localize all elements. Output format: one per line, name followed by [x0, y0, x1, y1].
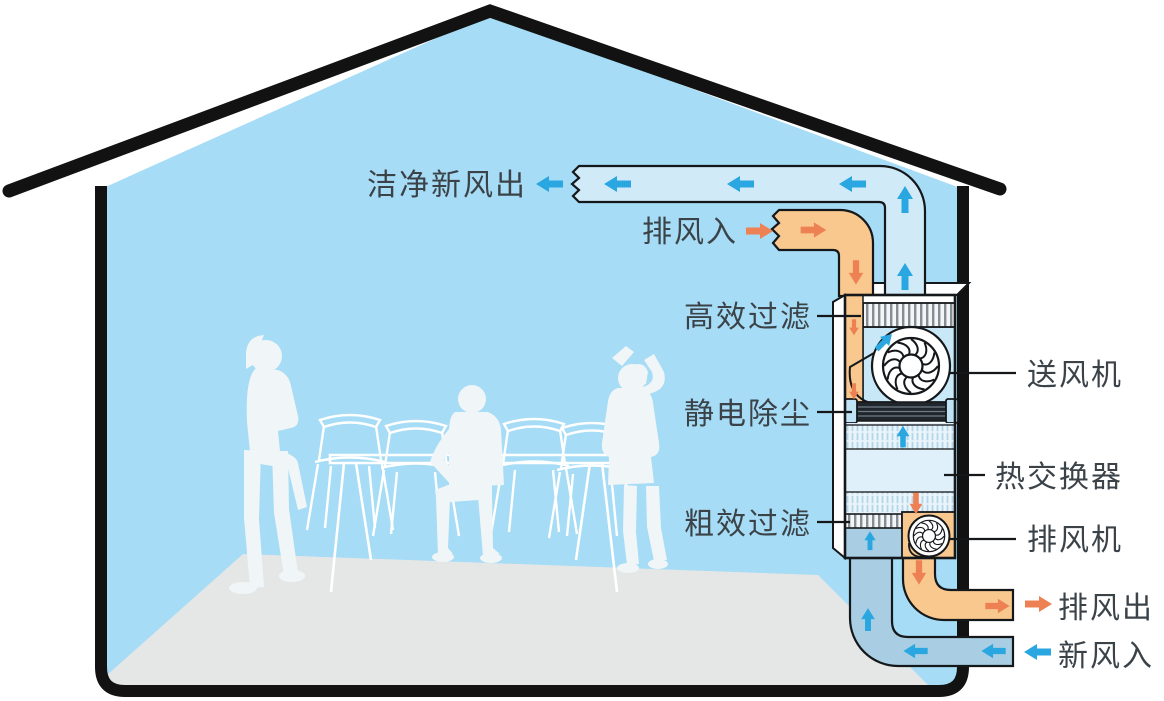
- label-high-efficiency-filter: 高效过滤: [684, 300, 812, 335]
- ventilation-unit: [832, 293, 959, 561]
- label-heat-exchanger: 热交换器: [995, 460, 1123, 495]
- house-outline: [2, 4, 1007, 697]
- label-exhaust-air-out: 排风出: [1058, 591, 1154, 626]
- person-standing-left: [229, 335, 307, 594]
- unit-side-panel: [832, 293, 846, 561]
- label-electrostatic-dust-removal: 静电除尘: [684, 397, 812, 432]
- label-clean-fresh-air-out: 洁净新风出: [367, 168, 527, 203]
- heat-exchanger-core: [844, 423, 956, 522]
- label-fresh-air-in: 新风入: [1058, 639, 1154, 674]
- electrostatic-bar: [844, 398, 959, 424]
- fresh-air-intake-duct: [848, 554, 1015, 668]
- coarse-filter-strip: [844, 513, 903, 529]
- walls-and-floor-line: [95, 186, 969, 697]
- fresh-air-in-arrow: [1024, 644, 1051, 660]
- labels: 洁净新风出 排风入 高效过滤 静电除尘 粗效过滤 送风机 热交换器 排风机 排风…: [367, 168, 1154, 674]
- label-coarse-filter: 粗效过滤: [684, 507, 812, 542]
- exhaust-out-arrow: [1025, 596, 1052, 612]
- roof-line: [2, 4, 1007, 198]
- label-exhaust-fan: 排风机: [1027, 523, 1123, 558]
- exhaust-fan-icon: [901, 511, 956, 559]
- people: [229, 335, 668, 594]
- floor: [106, 554, 933, 690]
- label-supply-fan: 送风机: [1027, 358, 1123, 393]
- label-exhaust-air-in: 排风入: [642, 215, 738, 250]
- unit-frame: [843, 293, 957, 560]
- leader-lines: [817, 314, 1016, 541]
- person-drinking-right: [601, 346, 668, 573]
- exhaust-intake-duct: [770, 208, 875, 298]
- hepa-filter-strip: [862, 302, 956, 328]
- person-seated-center: [430, 385, 504, 563]
